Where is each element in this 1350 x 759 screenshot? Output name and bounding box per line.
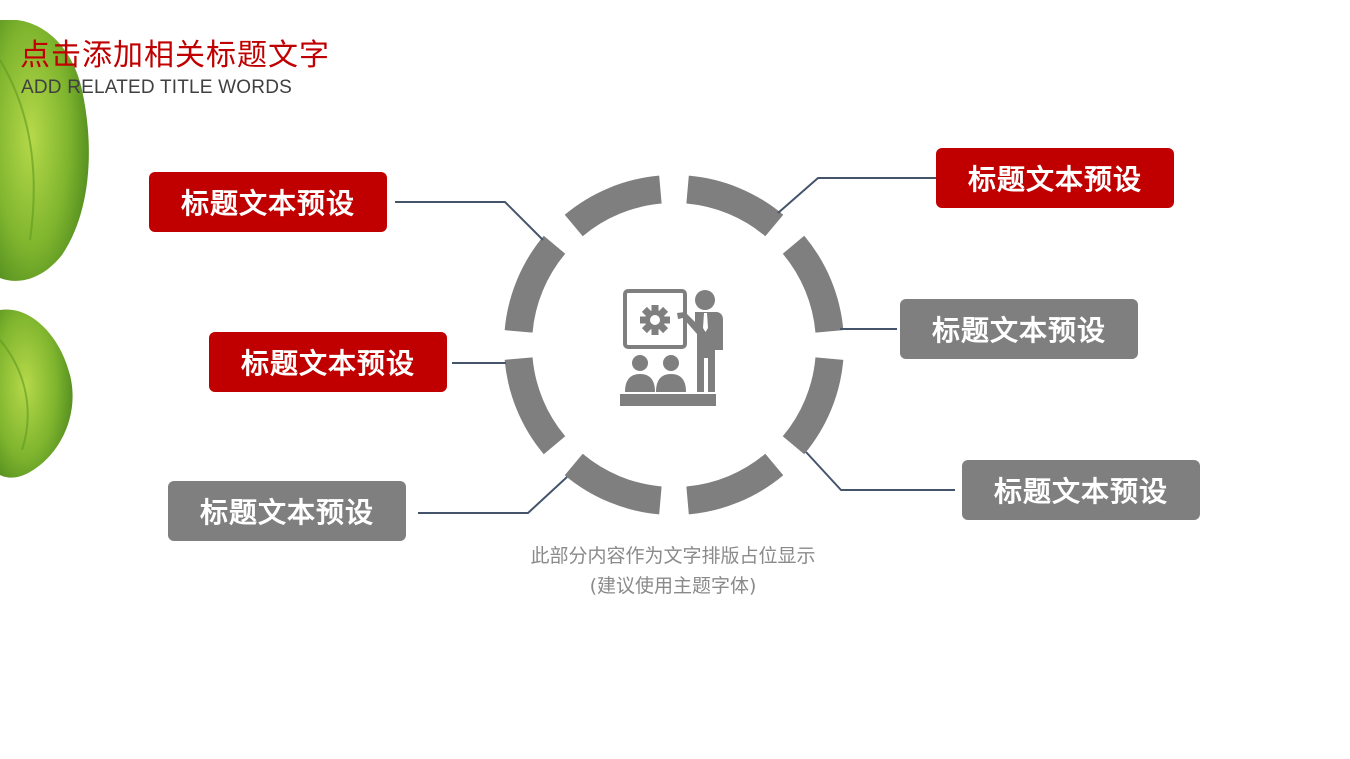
caption-line-2: (建议使用主题字体): [589, 575, 757, 597]
connector-bottom-right: [805, 451, 955, 491]
connector-top-right: [777, 177, 936, 214]
label-box-top-right[interactable]: 标题文本预设: [936, 148, 1174, 208]
audience-table: [620, 394, 716, 406]
presenter-head: [695, 290, 715, 310]
ring-segment: [782, 235, 844, 333]
connector-top-left: [395, 201, 544, 241]
ring-segment: [564, 453, 662, 515]
ring-segment: [504, 235, 566, 333]
label-box-bottom-left[interactable]: 标题文本预设: [168, 481, 406, 541]
leaf-lower: [0, 309, 73, 478]
label-box-mid-left[interactable]: 标题文本预设: [209, 332, 447, 392]
audience-head-2: [663, 355, 679, 371]
ring-segment: [686, 453, 784, 515]
label-box-top-left[interactable]: 标题文本预设: [149, 172, 387, 232]
slide-subtitle: ADD RELATED TITLE WORDS: [21, 77, 292, 98]
presentation-teacher-icon: [620, 289, 723, 406]
slide-title: 点击添加相关标题文字: [20, 38, 330, 73]
connector-lines: [395, 177, 955, 514]
ring-segment: [686, 175, 784, 237]
audience-head-1: [632, 355, 648, 371]
ring-segment: [782, 357, 844, 455]
label-box-mid-right[interactable]: 标题文本预设: [900, 299, 1138, 359]
connector-bottom-left: [418, 476, 568, 514]
ring-segment: [564, 175, 662, 237]
leaf-decoration: [0, 20, 89, 478]
label-box-bottom-right[interactable]: 标题文本预设: [962, 460, 1200, 520]
gear-icon: [640, 305, 670, 335]
caption-text: 此部分内容作为文字排版占位显示 (建议使用主题字体): [473, 541, 873, 601]
caption-line-1: 此部分内容作为文字排版占位显示: [530, 545, 816, 567]
ring-segment: [504, 357, 566, 455]
leaf-upper: [0, 20, 89, 281]
ring: [504, 175, 844, 515]
presenter-body: [677, 312, 723, 392]
